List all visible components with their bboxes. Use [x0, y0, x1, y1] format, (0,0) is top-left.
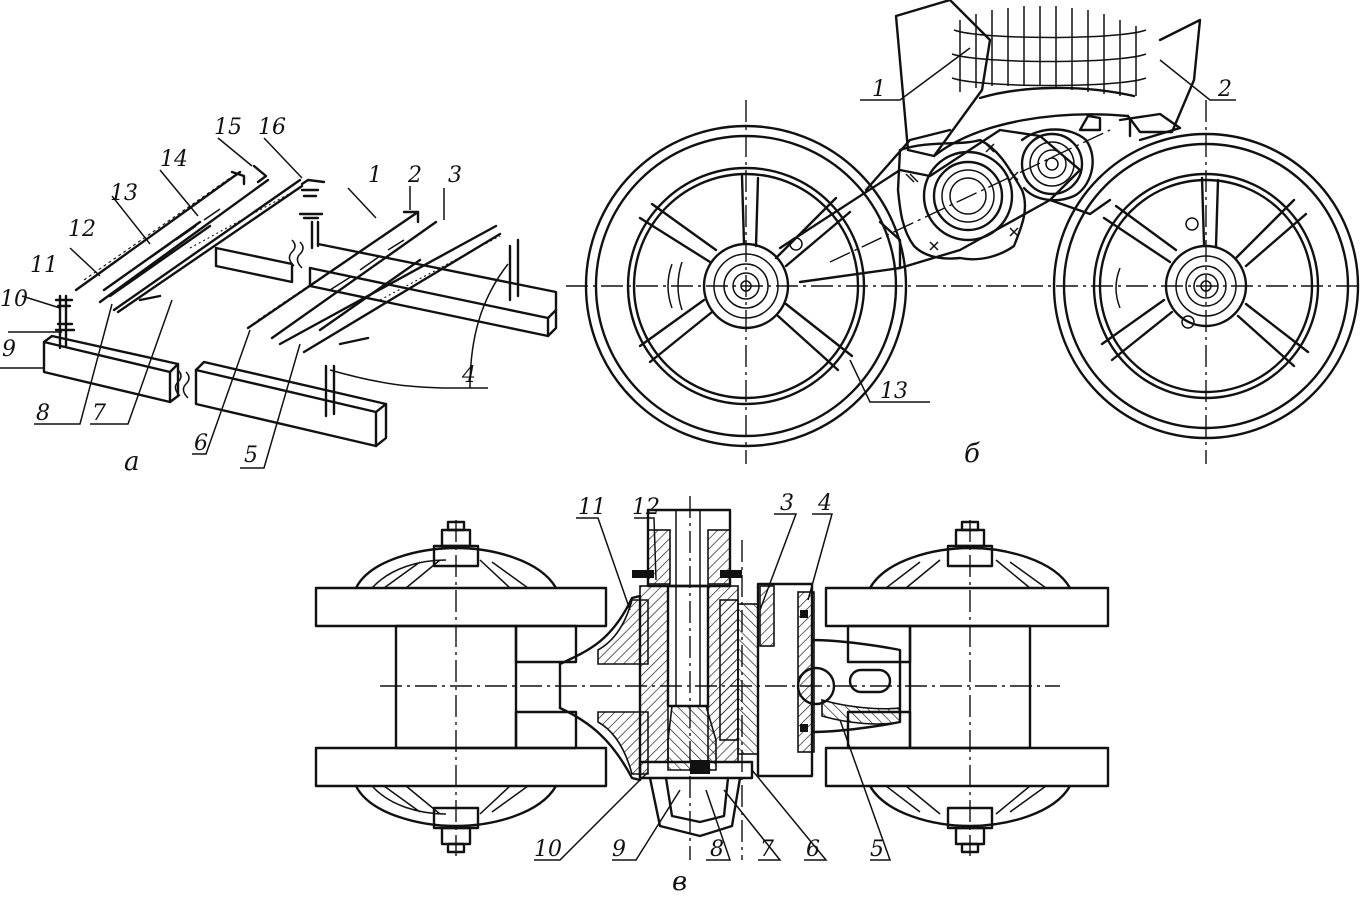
- label-a-10: 10: [0, 287, 28, 312]
- figure-a-leaders: [0, 137, 509, 469]
- label-v-7: 7: [760, 837, 774, 862]
- spring-assembly: [894, 0, 1202, 158]
- bogie-frame: [778, 112, 1182, 284]
- figure-c-leaders: [534, 513, 892, 861]
- label-a-8: 8: [36, 401, 50, 426]
- label-v-6: 6: [806, 837, 820, 862]
- right-wheelset: [824, 520, 1110, 854]
- label-a-9: 9: [2, 337, 16, 362]
- label-v-8: 8: [710, 837, 724, 862]
- caption-b: б: [964, 439, 980, 469]
- figure-c-labels: 11 12 3 4 5 6 7 8 9 10 в: [534, 491, 884, 897]
- label-v-3: 3: [780, 491, 794, 516]
- label-a-14: 14: [160, 147, 188, 172]
- back-sleeper: [214, 239, 558, 338]
- figure-b-bogie-side: 1 2 13 б: [566, 0, 1362, 469]
- label-b-2: 2: [1217, 77, 1232, 102]
- label-b-1: 1: [872, 77, 886, 102]
- rail-fittings: [54, 164, 326, 332]
- label-a-6: 6: [194, 431, 208, 456]
- label-v-11: 11: [578, 495, 606, 520]
- figure-a-labels: 9 10 11 12 13 14 15 16 1 2 3 4 5 6 7 8 а: [0, 115, 476, 477]
- label-a-15: 15: [214, 115, 242, 140]
- left-wheelset: [314, 520, 608, 854]
- label-v-12: 12: [632, 495, 660, 520]
- label-a-16: 16: [258, 115, 286, 140]
- figure-a-rail-frame: 9 10 11 12 13 14 15 16 1 2 3 4 5 6 7 8 а: [0, 115, 558, 477]
- right-rails: [246, 210, 502, 354]
- label-a-3: 3: [448, 163, 462, 188]
- front-sleeper: [42, 334, 388, 448]
- left-arm: [558, 594, 649, 782]
- left-rails: [74, 170, 304, 314]
- label-a-4: 4: [461, 363, 476, 388]
- figure-c-bogie-section: 11 12 3 4 5 6 7 8 9 10 в: [314, 491, 1110, 897]
- label-v-10: 10: [534, 837, 562, 862]
- label-a-13: 13: [110, 181, 138, 206]
- right-wheel: [1052, 132, 1360, 440]
- label-v-5: 5: [870, 837, 884, 862]
- label-v-4: 4: [817, 491, 832, 516]
- label-a-2: 2: [407, 163, 422, 188]
- label-a-7: 7: [92, 401, 106, 426]
- label-a-5: 5: [244, 443, 258, 468]
- left-wheel: [584, 124, 908, 448]
- label-v-9: 9: [612, 837, 626, 862]
- frame-posts: [58, 220, 520, 418]
- caption-v: в: [672, 867, 687, 897]
- label-a-1: 1: [368, 163, 382, 188]
- label-a-12: 12: [68, 217, 96, 242]
- central-pivot: [632, 508, 759, 838]
- caption-a: а: [124, 447, 140, 477]
- label-a-11: 11: [30, 253, 58, 278]
- label-b-13: 13: [880, 379, 908, 404]
